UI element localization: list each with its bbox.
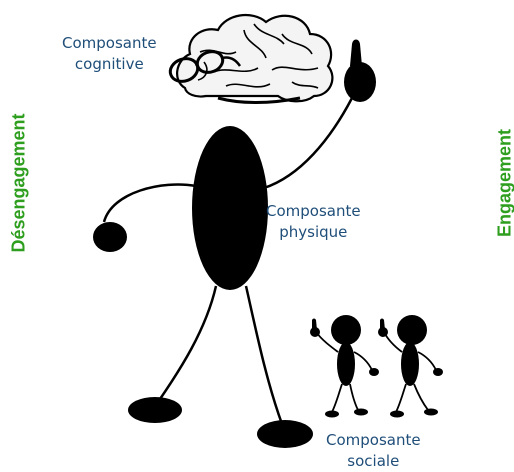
label-cognitive-line1: Composante xyxy=(62,33,157,54)
label-physical: Composante physique xyxy=(266,201,361,243)
label-cognitive-line2: cognitive xyxy=(62,54,157,75)
label-cognitive: Composante cognitive xyxy=(62,33,157,75)
label-physical-line1: Composante xyxy=(266,201,361,222)
label-social-line2: sociale xyxy=(326,451,421,472)
thumbs-up-icon xyxy=(344,40,376,103)
label-physical-line2: physique xyxy=(266,222,361,243)
label-social-line1: Composante xyxy=(326,430,421,451)
right-foot xyxy=(257,420,313,448)
axis-left-label: Désengagement xyxy=(9,113,30,252)
axis-right-label: Engagement xyxy=(495,129,514,237)
label-social: Composante sociale xyxy=(326,430,421,472)
small-figure-right xyxy=(378,315,443,418)
left-hand xyxy=(93,222,127,252)
left-foot xyxy=(128,397,182,423)
figure-body xyxy=(192,126,268,290)
small-figure-left xyxy=(310,315,379,418)
